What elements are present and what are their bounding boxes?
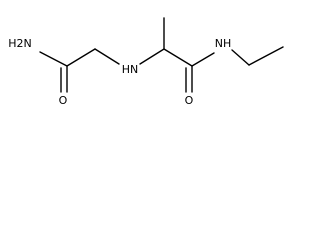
atom-label-nh2: H2N: [8, 37, 32, 50]
bond-nh-ch: [139, 48, 165, 65]
bond-nh-ethyl-ch2: [231, 49, 250, 66]
bond-ch-c2: [163, 48, 193, 67]
bond-c2-nh: [191, 52, 215, 67]
atom-label-nh-right: NH: [215, 37, 232, 50]
atom-label-o-left: O: [59, 94, 68, 107]
bond-group: [39, 17, 284, 93]
bond-ethyl-ch3: [248, 46, 284, 66]
atom-label-o-right: O: [185, 94, 194, 107]
chemical-structure: H2N O HN O NH: [8, 17, 284, 107]
atom-label-nh-center: HN: [122, 63, 139, 76]
bond-c1-ch2: [66, 48, 96, 67]
bond-nh2-c1: [39, 51, 68, 67]
atom-labels: H2N O HN O NH: [8, 37, 231, 107]
bond-ch2-nh: [94, 48, 120, 65]
